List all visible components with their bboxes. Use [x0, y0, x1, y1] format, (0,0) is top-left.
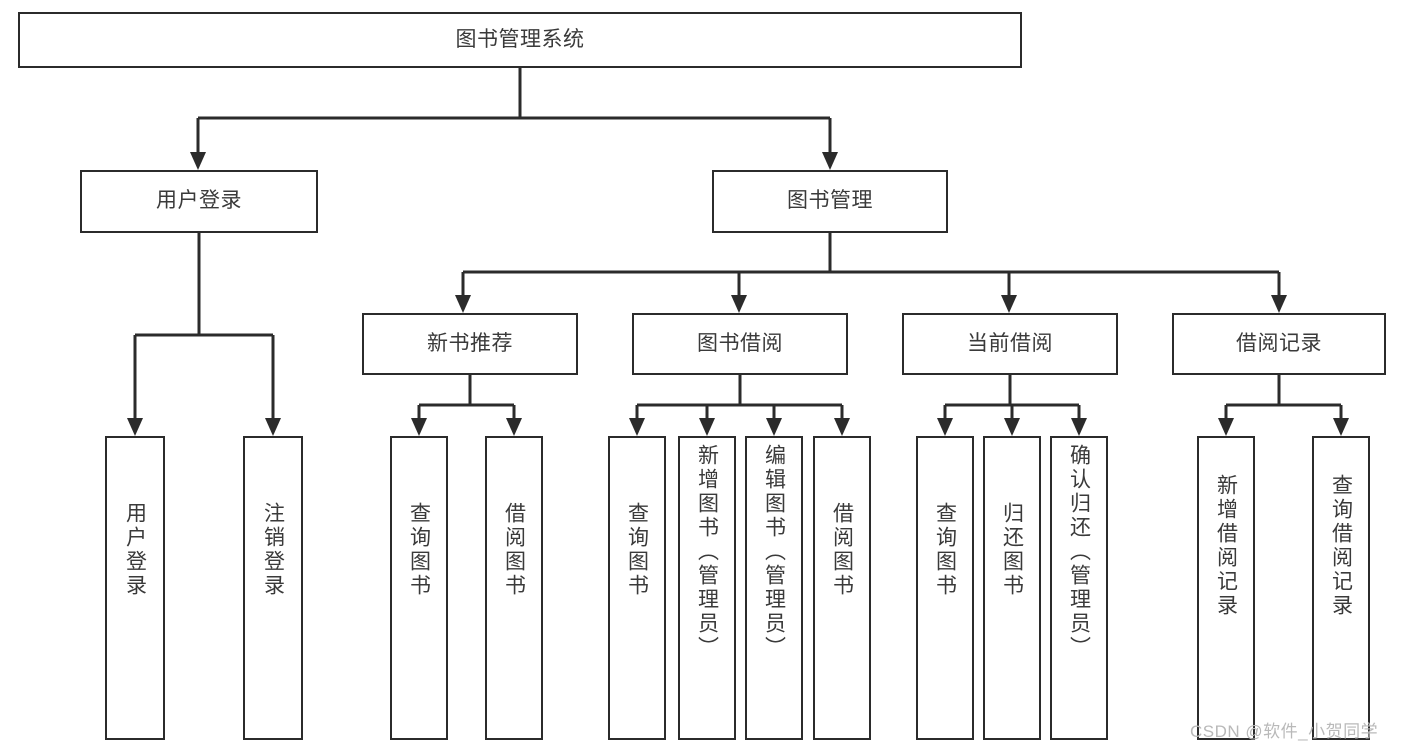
node-label: 注销登录	[261, 502, 285, 598]
arrow-group-1-leaf-1-head	[699, 418, 715, 436]
leaf-node-6: 编辑图书（管理员）	[745, 436, 803, 740]
node-label: 查询图书	[933, 502, 957, 598]
arrow-group-1-leaf-2-head	[766, 418, 782, 436]
arrow-login-leaf-1-head	[265, 418, 281, 436]
node-label: 归还图书	[1000, 502, 1024, 598]
leaf-node-5: 新增图书（管理员）	[678, 436, 736, 740]
node-label: 查询借阅记录	[1329, 474, 1353, 618]
node-label: 查询图书	[407, 502, 431, 598]
node-label: 新书推荐	[427, 331, 513, 355]
node-label: 新增图书（管理员）	[695, 444, 719, 660]
arrow-level2-0-head	[190, 152, 206, 170]
leaf-node-10: 确认归还（管理员）	[1050, 436, 1108, 740]
level2-node-1: 图书管理	[712, 170, 948, 233]
level2-node-0: 用户登录	[80, 170, 318, 233]
arrow-level3-2-head	[1001, 295, 1017, 313]
arrow-group-2-leaf-1-head	[1004, 418, 1020, 436]
leaf-node-0: 用户登录	[105, 436, 165, 740]
leaf-node-1: 注销登录	[243, 436, 303, 740]
node-label: 图书管理系统	[455, 27, 585, 51]
leaf-node-8: 查询图书	[916, 436, 974, 740]
node-label: 图书借阅	[697, 331, 783, 355]
node-label: 新增借阅记录	[1214, 474, 1238, 618]
arrow-group-1-leaf-3-head	[834, 418, 850, 436]
node-label: 借阅记录	[1236, 331, 1322, 355]
node-label: 用户登录	[156, 189, 242, 213]
leaf-node-4: 查询图书	[608, 436, 666, 740]
leaf-node-12: 查询借阅记录	[1312, 436, 1370, 740]
arrow-level3-1-head	[731, 295, 747, 313]
arrow-level2-1-head	[822, 152, 838, 170]
arrow-group-2-leaf-2-head	[1071, 418, 1087, 436]
node-label: 借阅图书	[830, 502, 854, 598]
arrow-group-1-leaf-0-head	[629, 418, 645, 436]
node-label: 查询图书	[625, 502, 649, 598]
node-label: 借阅图书	[502, 502, 526, 598]
node-label: 当前借阅	[967, 331, 1053, 355]
arrow-level3-0-head	[455, 295, 471, 313]
leaf-node-9: 归还图书	[983, 436, 1041, 740]
arrow-login-leaf-0-head	[127, 418, 143, 436]
leaf-node-3: 借阅图书	[485, 436, 543, 740]
arrow-group-0-leaf-1-head	[506, 418, 522, 436]
arrow-group-3-leaf-1-head	[1333, 418, 1349, 436]
arrow-group-0-leaf-0-head	[411, 418, 427, 436]
level3-node-1: 图书借阅	[632, 313, 848, 375]
node-label: 用户登录	[123, 502, 147, 598]
root-node-book-management-system: 图书管理系统	[18, 12, 1022, 68]
node-label: 确认归还（管理员）	[1067, 444, 1091, 660]
leaf-node-2: 查询图书	[390, 436, 448, 740]
leaf-node-7: 借阅图书	[813, 436, 871, 740]
node-label: 编辑图书（管理员）	[762, 444, 786, 660]
level3-node-3: 借阅记录	[1172, 313, 1386, 375]
arrow-group-3-leaf-0-head	[1218, 418, 1234, 436]
arrow-level3-3-head	[1271, 295, 1287, 313]
node-label: 图书管理	[787, 189, 873, 213]
level3-node-0: 新书推荐	[362, 313, 578, 375]
arrow-group-2-leaf-0-head	[937, 418, 953, 436]
level3-node-2: 当前借阅	[902, 313, 1118, 375]
leaf-node-11: 新增借阅记录	[1197, 436, 1255, 740]
